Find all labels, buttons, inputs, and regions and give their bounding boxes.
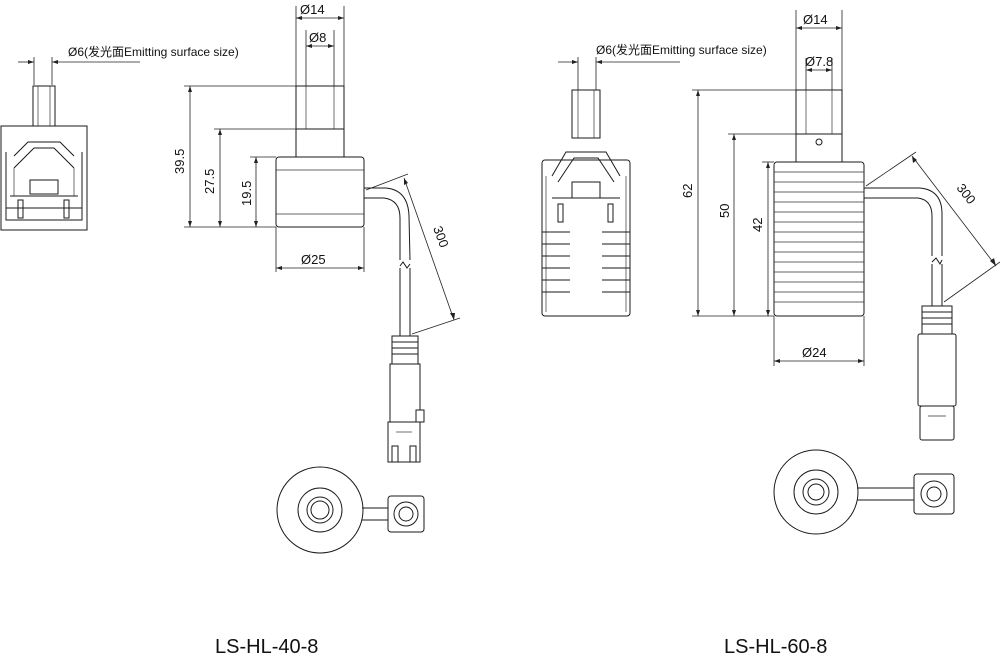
left-side-view: Ø14 Ø8 39.5 27.5 19.5 [172,2,461,463]
left-dia-inner: Ø8 [309,30,326,45]
right-section-fins [542,231,630,293]
left-model: Ø6(发光面Emitting surface size) [0,2,461,658]
left-section-view: Ø6(发光面Emitting surface size) [0,44,239,231]
left-dia-body: Ø25 [301,252,326,267]
left-dia-top: Ø14 [300,2,325,17]
left-height-total: 39.5 [172,149,187,174]
right-dia-top: Ø14 [803,12,828,27]
right-cable-length: 300 [954,181,979,207]
right-model-name: LS-HL-60-8 [724,636,827,658]
right-emit-label: Ø6(发光面Emitting surface size) [596,42,767,57]
right-height-total: 62 [680,184,695,198]
right-section-view: Ø6(发光面Emitting surface size) [541,42,767,317]
left-emit-label: Ø6(发光面Emitting surface size) [68,44,239,59]
right-height-mid: 50 [717,204,732,218]
right-model: Ø6(发光面Emitting surface size) [541,10,1000,658]
right-dia-inner: Ø7.8 [805,54,833,69]
right-side-view: Ø14 Ø7.8 62 50 42 [680,10,1000,441]
left-model-name: LS-HL-40-8 [215,636,318,658]
right-dia-body: Ø24 [802,345,827,360]
left-height-body: 19.5 [239,181,254,206]
right-height-body: 42 [750,218,765,232]
left-top-view [276,466,425,554]
right-side-fins [774,171,864,303]
left-height-mid: 27.5 [202,169,217,194]
right-top-view [773,449,955,535]
left-cable-length: 300 [430,224,452,250]
